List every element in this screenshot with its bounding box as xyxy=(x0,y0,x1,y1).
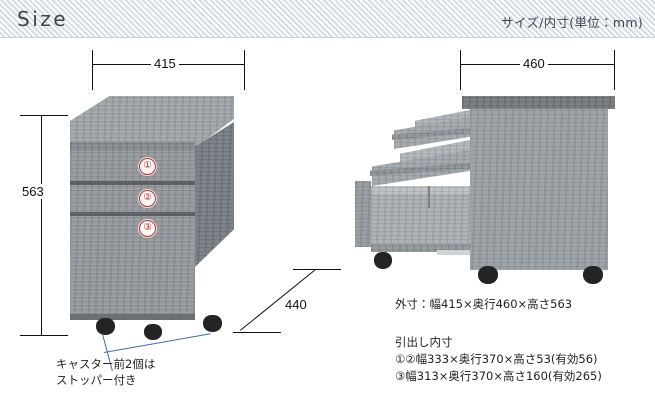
spec-interior-line-2: ③幅313×奥行370×高さ160(有効265) xyxy=(395,369,602,383)
right-depth-extension-right xyxy=(614,50,615,90)
width-extension-line-left xyxy=(92,50,93,90)
depth-extension-line-upper xyxy=(293,269,341,270)
width-tick-right xyxy=(244,59,245,70)
cabinet-drawer-1 xyxy=(70,151,195,182)
carcass-top-panel xyxy=(462,96,615,109)
open-drawer-deep-body xyxy=(371,186,470,248)
right-depth-extension-left xyxy=(460,50,461,90)
header-band: Size サイズ/内寸(単位：mm) xyxy=(0,0,655,38)
drawer-marker-3: ③ xyxy=(139,220,156,237)
depth-extension-line-lower xyxy=(233,332,281,333)
height-dimension-label: 563 xyxy=(19,184,47,199)
width-dimension-label: 415 xyxy=(151,56,179,71)
height-dimension-line xyxy=(41,115,42,335)
open-drawer-deep-bottom-rail xyxy=(371,244,470,252)
cabinet-base-shadow xyxy=(70,314,195,320)
caster-rear-center xyxy=(144,324,162,340)
page-title: Size xyxy=(17,7,69,31)
depth-dimension-label: 440 xyxy=(283,297,309,312)
open-drawer-deep-front-panel xyxy=(355,181,371,247)
right-caster-rear xyxy=(583,266,603,284)
spec-exterior-dimensions: 外寸：幅415×奥行460×高さ563 xyxy=(395,297,573,311)
right-depth-tick-left xyxy=(460,59,461,70)
spec-interior-heading: 引出し内寸 xyxy=(395,335,453,349)
right-depth-tick-right xyxy=(614,59,615,70)
drawer-slide-hardware xyxy=(437,250,470,255)
right-caster-drawer xyxy=(374,252,392,269)
cabinet-side-panel xyxy=(195,122,234,267)
caster-note-caption: キャスター前2個は ストッパー付き xyxy=(56,357,156,387)
open-drawer-deep-top-rim xyxy=(371,186,470,194)
spec-interior-line-1: ①②幅333×奥行370×高さ53(有効56) xyxy=(395,352,598,366)
width-tick-left xyxy=(92,59,93,70)
right-caster-front xyxy=(478,266,498,284)
width-extension-line-right xyxy=(244,50,245,90)
drawer-2-gap xyxy=(70,212,195,216)
drawer-1-gap xyxy=(70,181,195,185)
height-tick-bottom xyxy=(36,335,47,336)
right-depth-dimension-label: 460 xyxy=(520,56,548,71)
cabinet-drawer-2 xyxy=(70,185,195,213)
cabinet-drawer-3 xyxy=(70,216,195,316)
caster-front-left xyxy=(96,318,115,335)
drawer-marker-2: ② xyxy=(139,190,156,207)
header-unit-note: サイズ/内寸(単位：mm) xyxy=(501,15,643,30)
height-tick-top xyxy=(36,115,47,116)
cabinet-top-edge xyxy=(70,142,195,151)
open-drawer-deep-divider xyxy=(428,186,430,208)
carcass-side-body xyxy=(470,109,608,270)
drawer-marker-1: ① xyxy=(139,158,156,175)
caster-front-right xyxy=(203,315,222,332)
